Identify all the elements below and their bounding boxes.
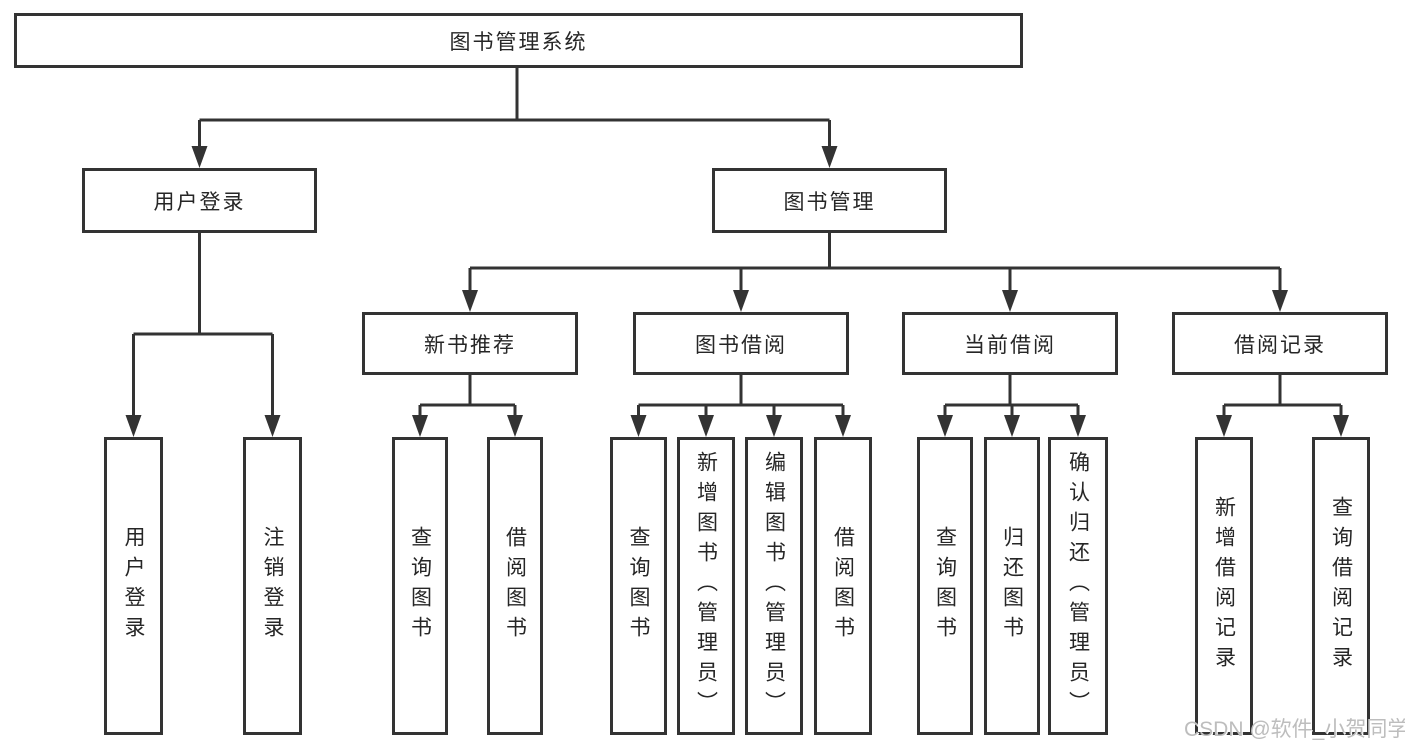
leaf-bb-add-book-admin-label: 新增图书（管理员） bbox=[694, 451, 718, 721]
leaf-cb-confirm-return-admin: 确认归还（管理员） bbox=[1048, 437, 1108, 735]
leaf-bb-borrow-book: 借阅图书 bbox=[814, 437, 872, 735]
node-user-login: 用户登录 bbox=[82, 168, 317, 233]
leaf-cb-query-book-label: 查询图书 bbox=[933, 526, 957, 646]
arrow-down-icon bbox=[821, 146, 838, 168]
arrow-down-icon bbox=[1002, 290, 1018, 312]
node-book-management-label: 图书管理 bbox=[783, 190, 876, 214]
leaf-cb-confirm-return-admin-label: 确认归还（管理员） bbox=[1066, 451, 1090, 721]
arrow-down-icon bbox=[835, 415, 851, 437]
leaf-user-login: 用户登录 bbox=[104, 437, 163, 735]
node-library-system: 图书管理系统 bbox=[14, 13, 1023, 68]
arrow-down-icons bbox=[125, 146, 1349, 437]
leaf-logout-login: 注销登录 bbox=[243, 437, 302, 735]
node-borrow-record: 借阅记录 bbox=[1172, 312, 1388, 375]
leaf-bb-borrow-book-label: 借阅图书 bbox=[831, 526, 855, 646]
arrow-down-icon bbox=[507, 415, 523, 437]
node-current-borrow: 当前借阅 bbox=[902, 312, 1118, 375]
node-book-borrow: 图书借阅 bbox=[633, 312, 849, 375]
node-new-book-recommend-label: 新书推荐 bbox=[424, 333, 516, 357]
leaf-cb-return-book-label: 归还图书 bbox=[1000, 526, 1024, 646]
leaf-nbr-borrow-book-label: 借阅图书 bbox=[503, 526, 527, 646]
leaf-bb-add-book-admin: 新增图书（管理员） bbox=[677, 437, 735, 735]
arrow-down-icon bbox=[191, 146, 208, 168]
arrow-down-icon bbox=[1272, 290, 1288, 312]
node-new-book-recommend: 新书推荐 bbox=[362, 312, 578, 375]
node-user-login-label: 用户登录 bbox=[153, 190, 246, 214]
arrow-down-icon bbox=[412, 415, 428, 437]
leaf-br-add-borrow-record: 新增借阅记录 bbox=[1195, 437, 1253, 735]
leaf-bb-query-book: 查询图书 bbox=[610, 437, 667, 735]
leaf-bb-edit-book-admin-label: 编辑图书（管理员） bbox=[762, 451, 786, 721]
node-library-system-label: 图书管理系统 bbox=[449, 30, 588, 54]
leaf-nbr-query-book: 查询图书 bbox=[392, 437, 448, 735]
arrow-down-icon bbox=[733, 290, 749, 312]
leaf-logout-login-label: 注销登录 bbox=[261, 526, 284, 646]
leaf-br-query-borrow-record: 查询借阅记录 bbox=[1312, 437, 1370, 735]
leaf-br-add-borrow-record-label: 新增借阅记录 bbox=[1212, 496, 1236, 676]
leaf-cb-query-book: 查询图书 bbox=[917, 437, 973, 735]
node-current-borrow-label: 当前借阅 bbox=[964, 333, 1056, 357]
leaf-bb-edit-book-admin: 编辑图书（管理员） bbox=[745, 437, 803, 735]
arrow-down-icon bbox=[264, 415, 281, 437]
arrow-down-icon bbox=[1004, 415, 1020, 437]
arrow-down-icon bbox=[630, 415, 647, 437]
node-book-management: 图书管理 bbox=[712, 168, 947, 233]
leaf-nbr-borrow-book: 借阅图书 bbox=[487, 437, 543, 735]
node-borrow-record-label: 借阅记录 bbox=[1234, 333, 1326, 357]
arrow-down-icon bbox=[1216, 415, 1232, 437]
connector-paths bbox=[132, 68, 1343, 419]
leaf-cb-return-book: 归还图书 bbox=[984, 437, 1040, 735]
leaf-bb-query-book-label: 查询图书 bbox=[627, 526, 650, 646]
arrow-down-icon bbox=[1070, 415, 1086, 437]
leaf-br-query-borrow-record-label: 查询借阅记录 bbox=[1329, 496, 1353, 676]
leaf-nbr-query-book-label: 查询图书 bbox=[408, 526, 432, 646]
arrow-down-icon bbox=[937, 415, 953, 437]
arrow-down-icon bbox=[698, 415, 714, 437]
leaf-user-login-label: 用户登录 bbox=[122, 526, 145, 646]
arrow-down-icon bbox=[462, 290, 478, 312]
arrow-down-icon bbox=[766, 415, 782, 437]
arrow-down-icon bbox=[1333, 415, 1349, 437]
arrow-down-icon bbox=[125, 415, 142, 437]
node-book-borrow-label: 图书借阅 bbox=[695, 333, 787, 357]
